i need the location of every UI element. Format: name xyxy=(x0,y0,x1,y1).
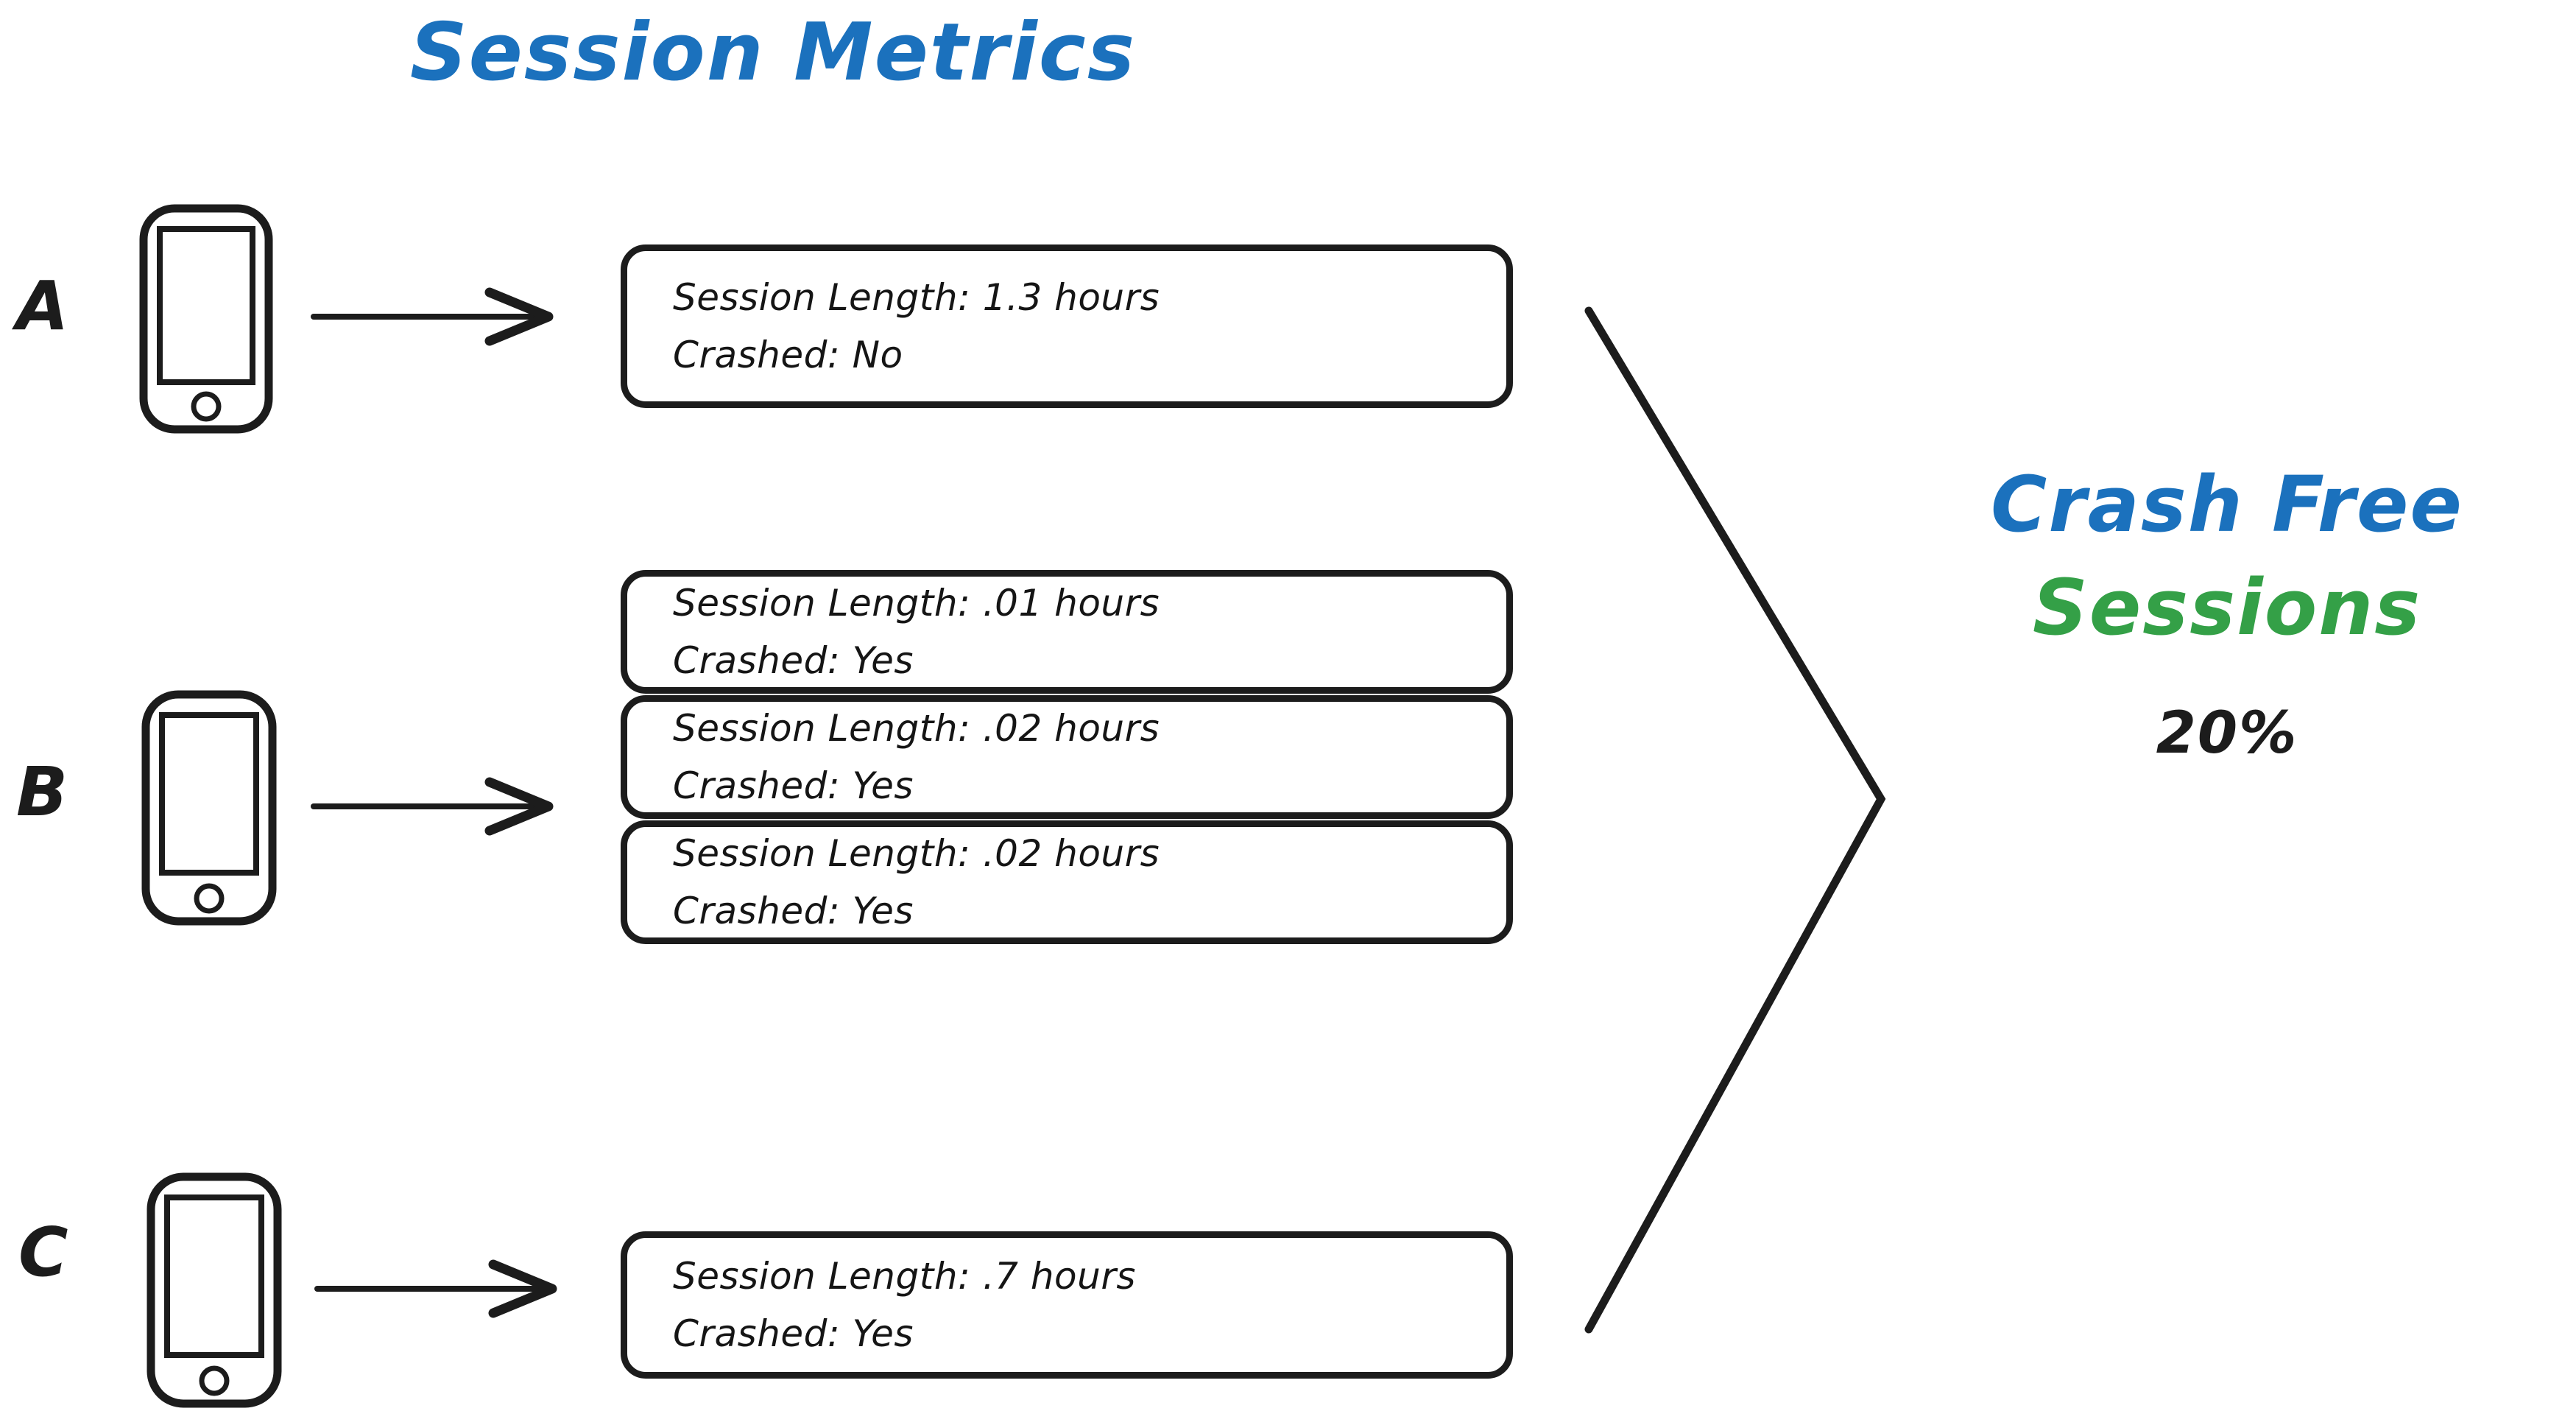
session-length-text: Session Length: .7 hours xyxy=(673,1255,1136,1298)
summary-title-line1: Crash Free xyxy=(1991,460,2463,549)
session-crashed-text: Crashed: Yes xyxy=(673,1312,914,1355)
session-crashed-text: Crashed: Yes xyxy=(673,764,914,807)
session-length-text: Session Length: .02 hours xyxy=(673,832,1160,875)
session-card[interactable]: Session Length: 1.3 hours Crashed: No xyxy=(621,244,1513,408)
session-crashed-text: Crashed: No xyxy=(673,334,903,376)
device-label-a: A xyxy=(16,267,69,345)
arrow-right-icon xyxy=(311,287,554,346)
phone-icon xyxy=(141,690,277,926)
session-card[interactable]: Session Length: .01 hours Crashed: Yes xyxy=(621,570,1513,694)
session-length-text: Session Length: .01 hours xyxy=(673,582,1160,624)
session-crashed-text: Crashed: Yes xyxy=(673,890,914,932)
session-card[interactable]: Session Length: .7 hours Crashed: Yes xyxy=(621,1231,1513,1379)
summary-title-line2: Sessions xyxy=(2032,563,2422,652)
device-label-b: B xyxy=(16,753,68,831)
session-card[interactable]: Session Length: .02 hours Crashed: Yes xyxy=(621,695,1513,819)
crash-free-percentage: 20% xyxy=(2156,700,2298,767)
session-length-text: Session Length: .02 hours xyxy=(673,707,1160,750)
bracket-right-icon xyxy=(1584,306,1886,1334)
phone-icon xyxy=(147,1172,282,1408)
session-length-text: Session Length: 1.3 hours xyxy=(673,276,1160,319)
page-title: Session Metrics xyxy=(409,7,1137,99)
summary-block: Crash Free Sessions 20% xyxy=(1885,457,2569,769)
phone-icon xyxy=(139,204,273,434)
session-card[interactable]: Session Length: .02 hours Crashed: Yes xyxy=(621,820,1513,944)
device-label-c: C xyxy=(18,1213,69,1292)
session-crashed-text: Crashed: Yes xyxy=(673,639,914,682)
arrow-right-icon xyxy=(311,777,554,836)
arrow-right-icon xyxy=(314,1259,557,1318)
